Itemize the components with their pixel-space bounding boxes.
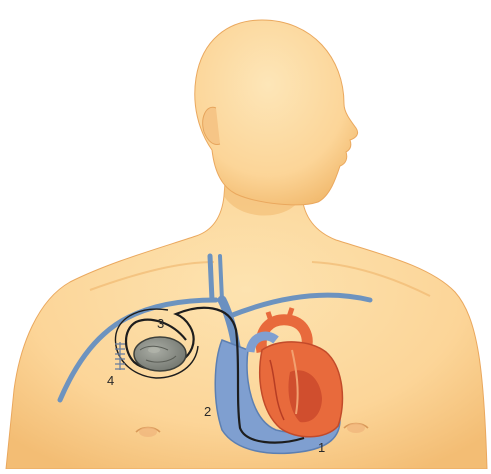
label-heart: 1 [318, 440, 325, 455]
pacemaker-device [134, 337, 186, 371]
head [195, 20, 358, 205]
label-incision: 4 [107, 373, 114, 388]
label-pacemaker: 3 [157, 316, 164, 331]
label-vein-lead: 2 [204, 404, 211, 419]
areola-right [347, 423, 365, 433]
areola-left [139, 427, 157, 437]
